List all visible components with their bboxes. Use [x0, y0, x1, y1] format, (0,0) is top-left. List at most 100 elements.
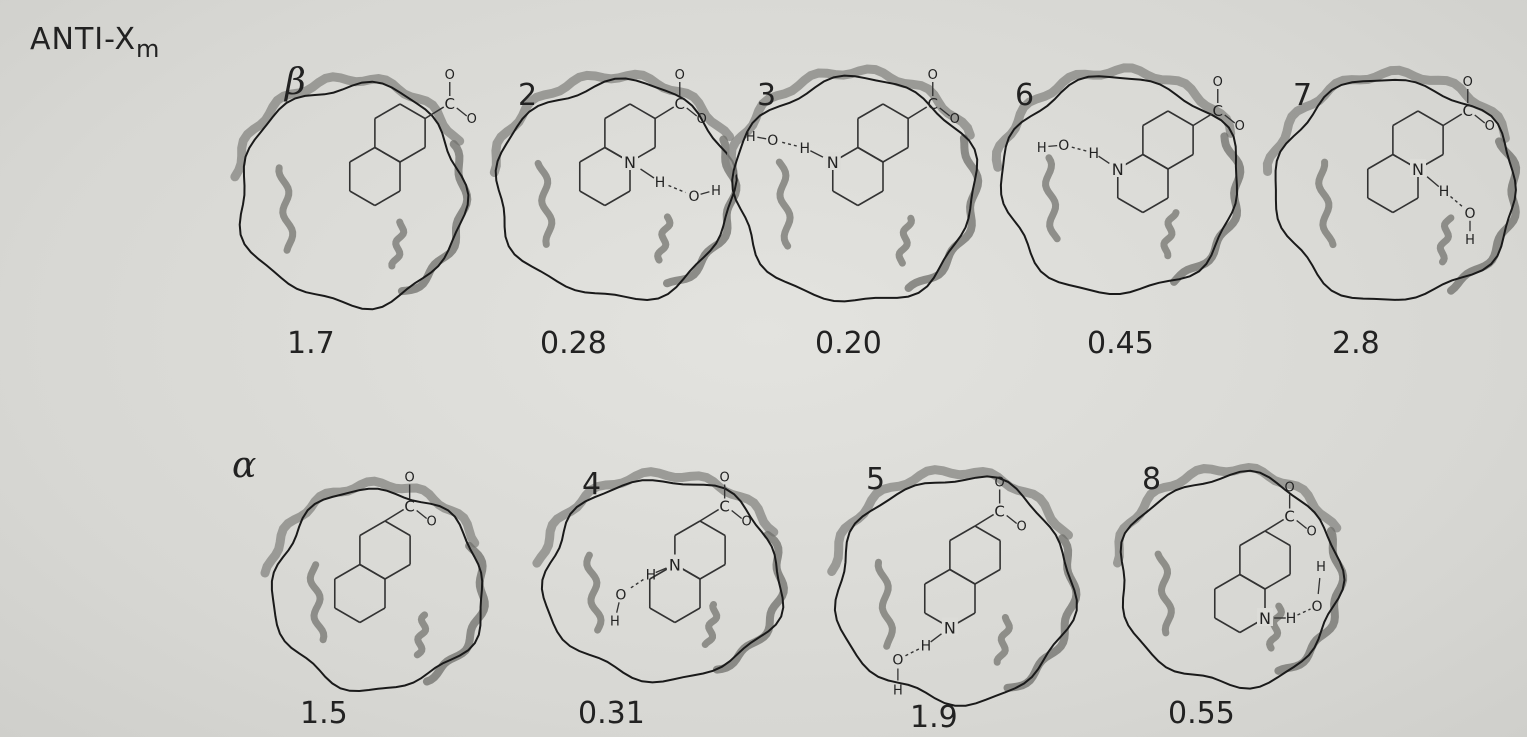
protein-strand-right: [993, 614, 1013, 666]
nitrogen-bg: [941, 617, 958, 636]
row-label-alpha: α: [232, 445, 257, 486]
ring-a-bond: [1392, 110, 1419, 127]
carboxylate-oxygen-label: O: [1235, 119, 1245, 134]
water-oh-bond: [757, 136, 767, 140]
carboxyl-bond: [1264, 518, 1285, 532]
ring-b-bond: [949, 568, 976, 585]
carboxylate-oxygen-label: O: [950, 112, 960, 127]
ring-a-bond: [1142, 110, 1169, 127]
protein-wall-right: [1170, 132, 1245, 286]
ring-a-bond: [857, 103, 884, 120]
water-oxygen-label: O: [767, 133, 778, 149]
ring-a-bond: [699, 563, 726, 580]
ring-a-bond: [882, 146, 909, 163]
ring-nitrogen-label: N: [669, 556, 681, 575]
carboxylate-oxygen-label: O: [742, 515, 752, 530]
nh-bond: [810, 150, 824, 158]
carboxyl-bond: [907, 106, 928, 120]
amine-hydrogen-label: H: [646, 568, 657, 584]
carbonyl-oxygen-label: O: [928, 68, 938, 83]
water-oxygen-label: O: [1058, 138, 1069, 154]
protein-strand-right: [654, 213, 674, 264]
ring-a-bond: [384, 563, 411, 580]
protein-wall-top: [827, 465, 1073, 576]
protein-strand-left: [1042, 154, 1061, 243]
carboxylate-oxygen-label: O: [1485, 119, 1495, 134]
cavity-outline: [1274, 78, 1517, 301]
ring-b-bond: [604, 190, 631, 207]
cavity-outline: [238, 80, 470, 311]
ring-b-bond: [1142, 153, 1169, 170]
protein-wall-right: [422, 541, 489, 686]
ring-nitrogen-label: N: [1112, 160, 1124, 179]
value-compound-8: 0.55: [1168, 696, 1235, 731]
protein-strand-right: [701, 601, 721, 648]
ring-a-bond: [1167, 110, 1194, 127]
cavity-outline: [1119, 469, 1346, 690]
ring-a-bond: [1264, 573, 1291, 590]
ring-b-bond: [1117, 197, 1144, 214]
ring-a-bond: [674, 520, 701, 537]
hydrogen-bond: [1071, 146, 1087, 152]
amine-hydrogen-label: H: [921, 639, 932, 655]
water-hydrogen-label: H: [711, 184, 721, 199]
carboxyl-bond: [699, 508, 720, 522]
ring-a-bond: [1264, 530, 1291, 547]
ring-b-bond: [359, 563, 386, 580]
water-hydrogen-label: H: [1037, 141, 1047, 156]
nh-bond: [1426, 176, 1440, 188]
protein-wall-right: [1003, 534, 1081, 692]
carboxylate-oxygen-label: O: [467, 112, 477, 127]
value-alpha-parent: 1.5: [300, 696, 348, 731]
value-compound-4: 0.31: [578, 696, 645, 731]
protein-wall-right: [904, 134, 983, 292]
ring-a-bond: [604, 103, 631, 120]
nh-bond: [930, 633, 942, 643]
ring-b-bond: [374, 190, 401, 207]
carboxylate-bond: [1474, 114, 1486, 124]
compound-number-5: 5: [866, 462, 886, 497]
ring-b-bond: [359, 607, 386, 624]
protein-strand-right: [1436, 214, 1455, 266]
ring-a-bond: [629, 103, 656, 120]
ring-nitrogen-label: N: [1259, 609, 1271, 628]
carboxylate-oxygen-label: O: [427, 515, 437, 530]
ring-b-bond: [674, 607, 701, 624]
protein-wall-top: [1113, 462, 1342, 568]
ring-a-bond: [399, 103, 426, 120]
ring-b-bond: [924, 568, 951, 585]
water-oxygen-label: O: [1464, 206, 1475, 222]
site-beta-parent: COO: [230, 68, 477, 311]
value-compound-6: 0.45: [1087, 326, 1154, 361]
protein-wall-top: [230, 72, 465, 182]
protein-strand-left: [775, 158, 794, 250]
ring-b-bond: [1239, 573, 1266, 590]
cavity-outline: [494, 77, 738, 302]
ring-b-bond: [649, 607, 676, 624]
water-oxygen-label: O: [615, 588, 626, 604]
ring-a-bond: [1417, 110, 1444, 127]
water-oxygen-label: O: [688, 189, 699, 205]
carboxyl-bond: [1192, 113, 1213, 127]
ring-b-bond: [334, 563, 361, 580]
amine-hydrogen-label: H: [1439, 184, 1450, 200]
ring-a-bond: [882, 103, 909, 120]
ring-a-bond: [1167, 153, 1194, 170]
value-compound-2: 0.28: [540, 326, 607, 361]
cavity-outline: [999, 75, 1239, 295]
ring-b-bond: [1214, 617, 1241, 634]
carbonyl-oxygen-label: O: [675, 68, 685, 83]
protein-strand-left: [1154, 550, 1175, 637]
protein-strand-left: [534, 159, 556, 248]
cavity-outline: [833, 475, 1078, 707]
ring-a-bond: [399, 146, 426, 163]
compound-number-2: 2: [518, 78, 538, 113]
ring-b-bond: [579, 146, 606, 163]
water-hydrogen-label: H: [893, 684, 903, 699]
protein-strand-left: [874, 558, 896, 650]
water-oh-bond: [700, 191, 710, 195]
